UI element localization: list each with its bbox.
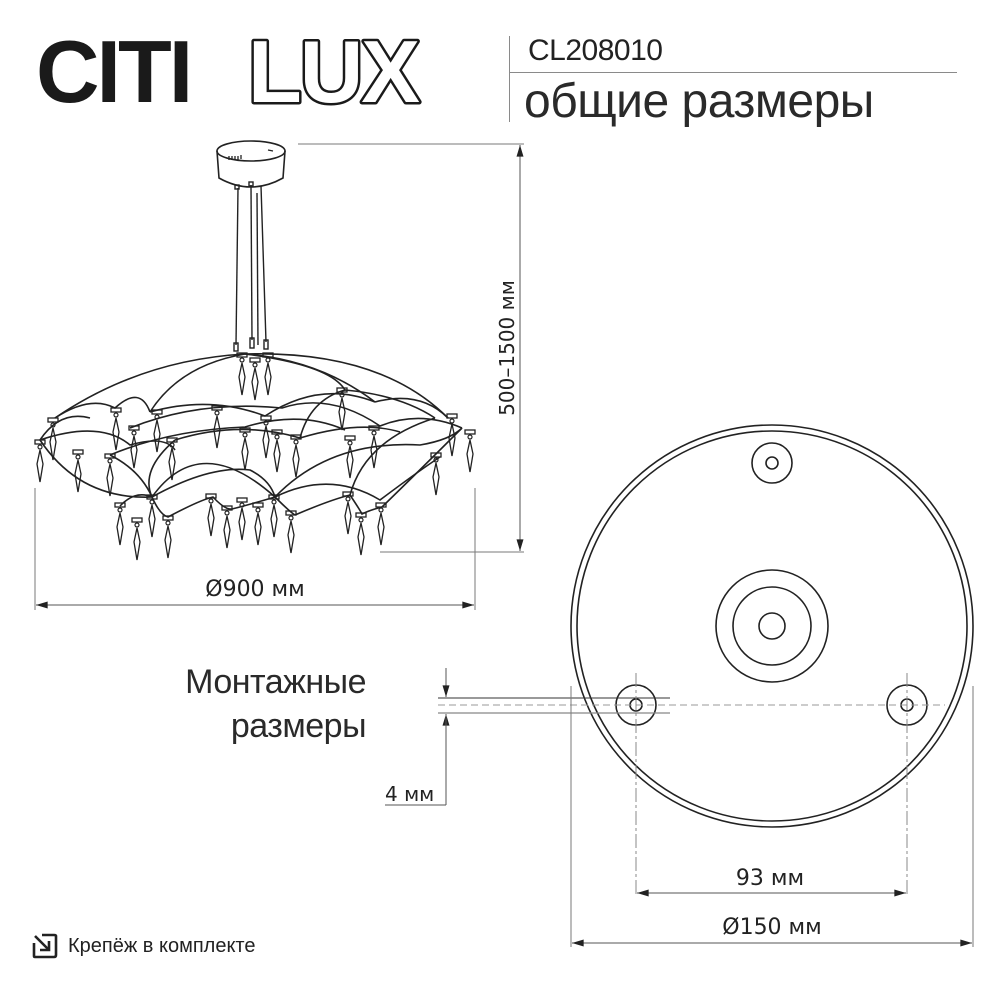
canopy-diameter-label: Ø150 мм — [722, 915, 822, 940]
header-divider-vertical — [509, 36, 510, 122]
logo-solid-text: CITI — [36, 30, 190, 110]
center-hub-outer — [715, 569, 829, 683]
arrow-down-right-box-icon — [32, 933, 58, 959]
page-title: общие размеры — [524, 75, 874, 128]
mounting-title-line1: Монтажные — [185, 663, 366, 701]
mounting-plate — [570, 424, 974, 828]
header-divider-horizontal — [509, 72, 957, 73]
footer-text: Крепёж в комплекте — [68, 934, 256, 957]
citilux-logo: CITI LUX — [36, 30, 424, 110]
mounting-section-title: Монтажные размеры — [185, 660, 366, 748]
mount-gap-label: 4 мм — [385, 782, 434, 806]
hole-spacing-label: 93 мм — [736, 866, 804, 891]
mounting-title-line2: размеры — [230, 707, 367, 745]
diameter-dimension: Ø900 мм — [34, 488, 476, 610]
chandelier-crystals — [34, 352, 476, 561]
chandelier-frame — [39, 352, 463, 518]
top-screw-hole — [751, 442, 793, 484]
logo-outline-text: LUX — [248, 30, 419, 110]
height-label: 500–1500 мм — [495, 280, 519, 416]
model-number: CL208010 — [528, 34, 663, 67]
diameter-label: Ø900 мм — [205, 577, 305, 602]
height-dimension: 500–1500 мм — [298, 143, 524, 553]
chandelier-canopy — [216, 140, 286, 188]
footer-note: Крепёж в комплекте — [32, 933, 255, 959]
suspension-rods — [233, 181, 269, 352]
mounting-dimensions: 4 мм 93 мм Ø150 мм — [385, 668, 974, 947]
